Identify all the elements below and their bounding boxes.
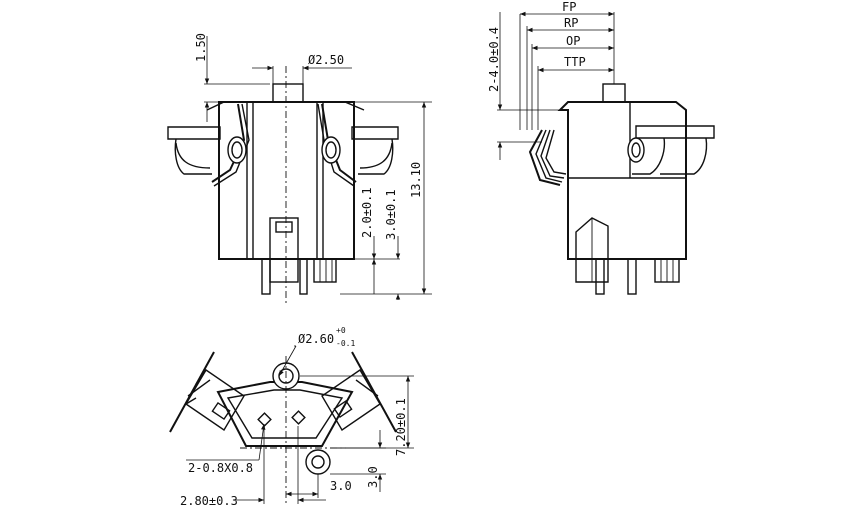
front-terminal-right — [313, 258, 337, 283]
bottom-left-arm — [169, 351, 245, 433]
bottom-hole-bottom — [305, 449, 331, 475]
plunger — [272, 83, 304, 103]
dim-plunger-diameter: Ø2.50 — [308, 53, 344, 67]
leaf-op — [540, 129, 565, 179]
dim-terminal-length-1: 2.0±0.1 — [360, 187, 374, 238]
dim-terminal-length-2: 3.0±0.1 — [384, 189, 398, 240]
dim-pitch: 3.0 — [330, 479, 352, 493]
label-fp: FP — [562, 0, 576, 14]
side-terminal-1 — [595, 258, 605, 295]
side-terminal-2 — [627, 258, 637, 295]
front-terminal-left — [261, 258, 271, 295]
dim-height-bottom: 7.20±0.1 — [394, 398, 408, 456]
dim-hole-tol-lower: -0.1 — [336, 339, 355, 348]
left-lever — [167, 126, 221, 140]
side-housing — [557, 101, 687, 260]
dim-total-height: 13.10 — [409, 162, 423, 198]
label-rp: RP — [564, 16, 578, 30]
front-view: 1.50 Ø2.50 13.10 2.0±0.1 3.0±0.1 — [167, 33, 432, 305]
bottom-pin-right — [291, 410, 306, 425]
side-plunger — [602, 83, 626, 103]
center-terminal-block — [269, 217, 299, 283]
right-roller — [321, 136, 341, 164]
dim-pins: 2-0.8X0.8 — [188, 461, 253, 475]
dim-head-height: 1.50 — [194, 33, 208, 62]
left-roller — [227, 136, 247, 164]
side-view: FP RP OP TTP 2-4.0±0.4 — [487, 0, 715, 295]
dim-pitch-tol: 2.80±0.3 — [180, 494, 238, 508]
front-top-plate — [206, 101, 365, 111]
dim-hole-tol-upper: +0 — [336, 326, 346, 335]
front-terminal-mid — [299, 258, 308, 295]
dim-offset: 3.0 — [366, 466, 380, 488]
dim-hole-main: Ø2.60 — [298, 332, 334, 346]
side-roller — [627, 137, 645, 163]
bottom-view: Ø2.60 +0 -0.1 2-0.8X0.8 2.80±0.3 3.0 3.0… — [169, 326, 414, 508]
label-op: OP — [566, 34, 580, 48]
label-ttp: TTP — [564, 55, 586, 69]
front-housing — [218, 101, 355, 260]
right-lever — [351, 126, 399, 140]
dim-travel: 2-4.0±0.4 — [487, 27, 501, 92]
bottom-pin-left — [257, 412, 272, 427]
leaf-fp — [528, 129, 561, 186]
side-terminal-block — [575, 217, 609, 283]
leaf-ttp — [545, 129, 567, 175]
bottom-housing — [216, 381, 354, 447]
bottom-right-arm — [321, 351, 397, 433]
side-lever — [635, 125, 715, 139]
